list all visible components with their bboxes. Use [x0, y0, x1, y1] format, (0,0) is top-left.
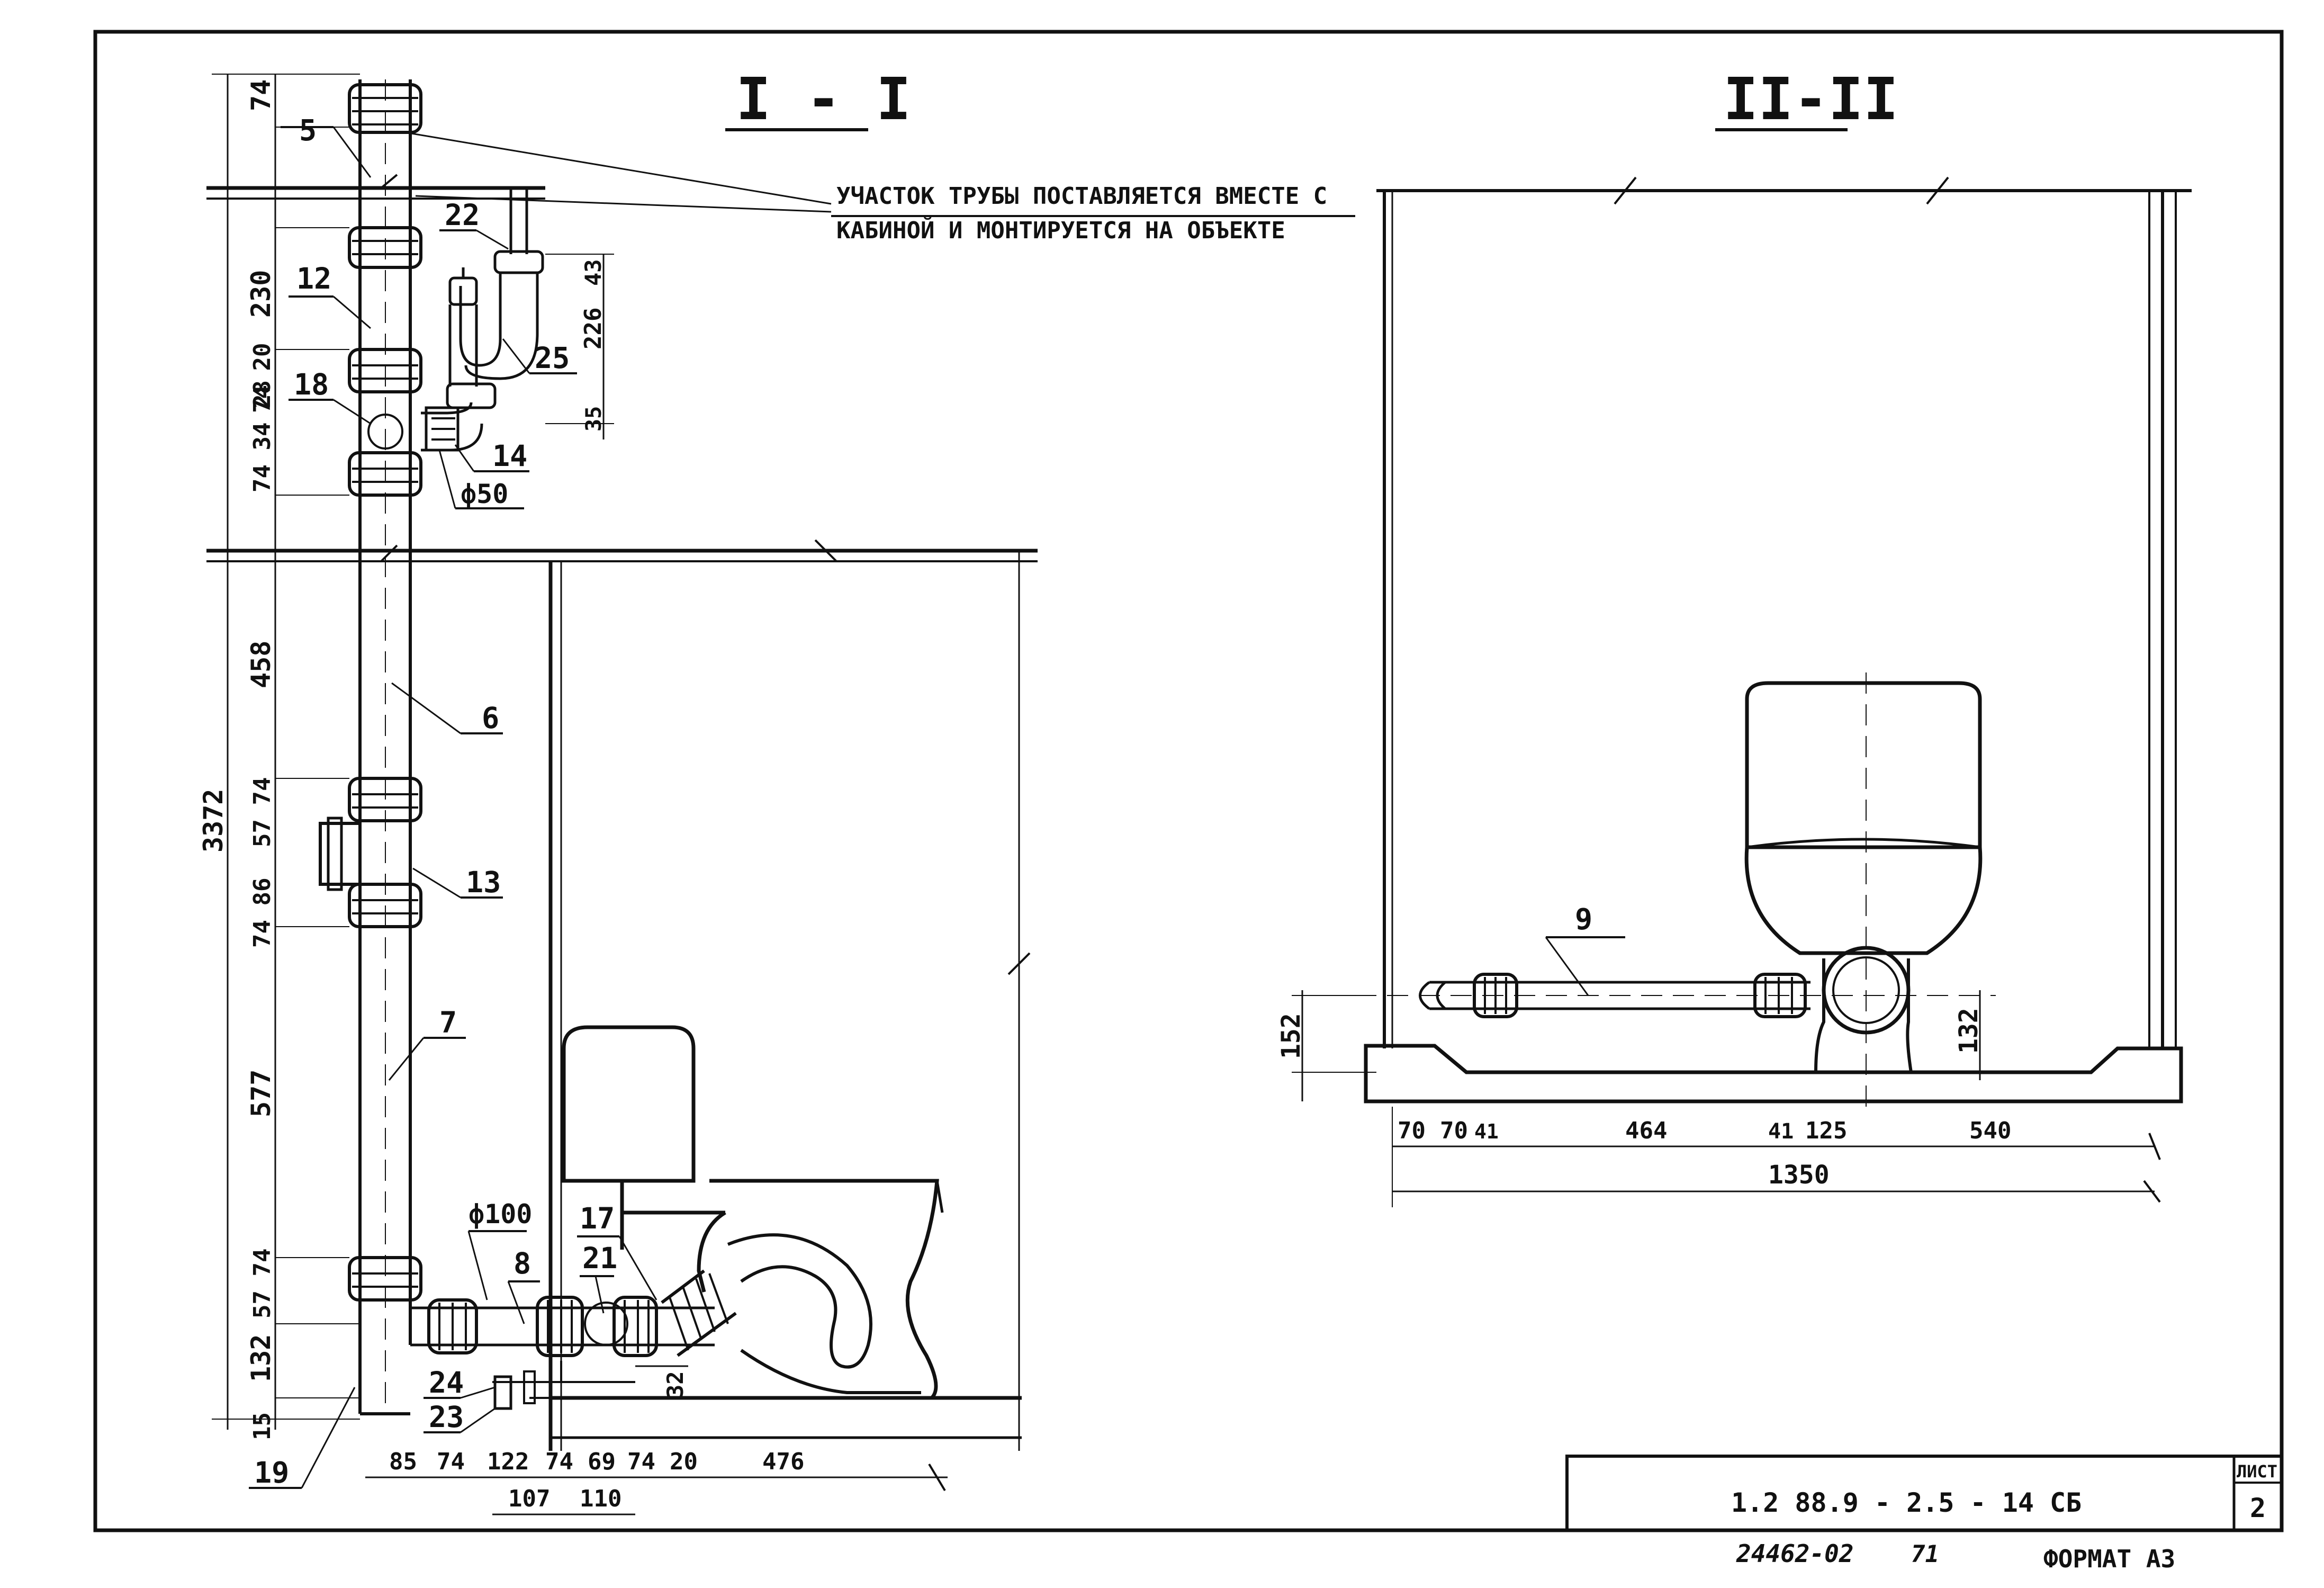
dim-74-b: 74	[545, 1448, 573, 1475]
callout-22: 22	[445, 198, 480, 232]
dim-57-74: 57 74	[249, 777, 276, 847]
section-2: II-II	[1276, 65, 2192, 1207]
dim-122: 122	[487, 1448, 529, 1475]
section-title-1: I - I	[736, 65, 911, 133]
dim-70-a: 70	[1398, 1117, 1426, 1144]
dimensions-left: 74 230 74 20 74 34 28 458 3372 57 74 74 …	[198, 74, 360, 1440]
water-supply	[492, 1361, 635, 1410]
footer-number: 71	[1911, 1541, 1939, 1568]
callouts-section-1: 5 12 18 22 25 14 ф50 6 13 7 ф100 8	[249, 113, 832, 1490]
riser-pipe	[319, 79, 422, 1415]
callout-9: 9	[1575, 902, 1592, 936]
dim-1350: 1350	[1768, 1160, 1830, 1190]
dim-74-top: 74	[246, 79, 276, 111]
dim-74-20: 74 20	[249, 343, 276, 413]
dim-35: 35	[582, 406, 606, 432]
dim-476: 476	[762, 1448, 804, 1475]
dim-74-86: 74 86	[249, 878, 276, 948]
dim-464: 464	[1625, 1117, 1667, 1144]
dim-132-s2: 132	[1954, 1008, 1984, 1054]
dim-74-c: 74	[627, 1448, 655, 1475]
note-line-1: УЧАСТОК ТРУБЫ ПОСТАВЛЯЕТСЯ ВМЕСТЕ С	[836, 183, 1327, 210]
dim-132: 132	[246, 1334, 276, 1382]
dimensions-section-2: 152 132 70 70 41 464 41 125 540 1350	[1276, 990, 2161, 1207]
dim-458: 458	[246, 641, 276, 688]
title-block: 1.2 88.9 - 2.5 - 14 СБ ЛИСТ 2 24462-02 7…	[1565, 1455, 2283, 1573]
dim-125: 125	[1805, 1117, 1847, 1144]
dimensions-bottom-1: 85 74 122 74 69 74 20 476 107 110	[365, 1448, 948, 1515]
dim-20: 20	[670, 1448, 698, 1475]
toilet-front	[1744, 672, 1983, 1112]
callout-24: 24	[429, 1366, 464, 1399]
callout-19: 19	[254, 1456, 289, 1490]
callout-d50: ф50	[461, 479, 508, 509]
toilet-side	[562, 1025, 944, 1400]
dim-41-b: 41	[1768, 1119, 1794, 1144]
dimensions-siphon: 43 226 35 32	[545, 254, 688, 1398]
dim-107: 107	[508, 1485, 550, 1512]
sheet-label: ЛИСТ	[2237, 1461, 2277, 1482]
callout-23: 23	[429, 1400, 464, 1434]
callout-25: 25	[535, 341, 570, 375]
section-title-2: II-II	[1723, 65, 1898, 133]
sheet-frame	[93, 30, 2284, 1532]
document-code: 1.2 88.9 - 2.5 - 14 СБ	[1731, 1487, 2082, 1518]
dim-15: 15	[249, 1412, 276, 1440]
callout-13: 13	[466, 865, 501, 899]
dim-110: 110	[580, 1485, 621, 1512]
wc-branch-pipe	[410, 1269, 737, 1357]
callout-14: 14	[492, 439, 527, 473]
dim-540: 540	[1969, 1117, 2011, 1144]
format-label: ФОРМАТ А3	[2043, 1545, 2175, 1573]
dim-69: 69	[588, 1448, 616, 1475]
dim-32: 32	[662, 1371, 688, 1398]
dim-57-74-b: 57 74	[249, 1249, 276, 1318]
callout-18: 18	[294, 367, 329, 401]
dim-74-a: 74	[437, 1448, 465, 1475]
section-1: I - I	[198, 65, 1355, 1515]
pipe-9: 9	[1292, 902, 1996, 1018]
sink-siphon	[421, 188, 544, 452]
floor-tray	[1364, 1044, 2183, 1103]
dim-152: 152	[1276, 1013, 1306, 1059]
note-line-2: КАБИНОЙ И МОНТИРУЕТСЯ НА ОБЪЕКТЕ	[836, 216, 1285, 244]
dim-70-b: 70	[1440, 1117, 1468, 1144]
dim-85: 85	[389, 1448, 417, 1475]
callout-6: 6	[482, 701, 499, 735]
callout-d100: ф100	[469, 1199, 532, 1230]
dim-43: 43	[580, 259, 606, 286]
callout-21: 21	[582, 1241, 617, 1275]
callout-12: 12	[296, 262, 331, 295]
dim-577: 577	[246, 1070, 276, 1117]
dim-226: 226	[580, 308, 607, 349]
inventory-number: 24462-02	[1736, 1539, 1854, 1568]
callout-5: 5	[299, 113, 317, 147]
dim-41-a: 41	[1474, 1120, 1499, 1143]
sheet-number: 2	[2250, 1493, 2266, 1523]
dim-3372: 3372	[198, 789, 229, 853]
dim-230: 230	[246, 270, 276, 318]
callout-7: 7	[439, 1006, 457, 1039]
dim-74-34-28: 74 34 28	[249, 380, 276, 492]
callout-8: 8	[514, 1246, 531, 1280]
callout-17: 17	[580, 1201, 615, 1235]
